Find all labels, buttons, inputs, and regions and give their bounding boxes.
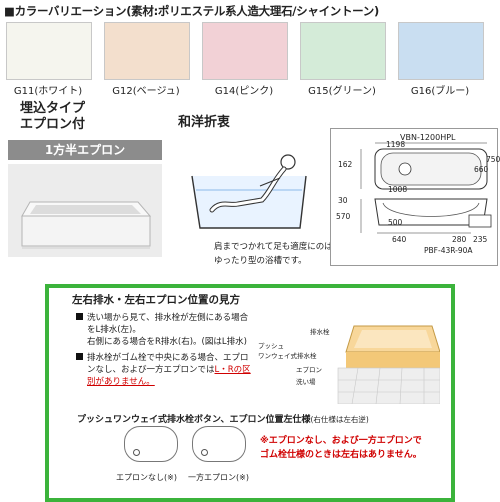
button-label-2: ワンウェイ式排水栓: [258, 352, 317, 360]
swatch-pink: [202, 22, 288, 80]
dim-750: 750: [486, 155, 500, 164]
swatch-label-green: G15(グリーン): [308, 86, 376, 97]
apron-label: エプロン付: [20, 117, 86, 132]
swatch-label-blue: G16(ブルー): [410, 86, 470, 97]
dimension-diagram: [330, 128, 498, 266]
tub-guide-illustration: [336, 318, 441, 408]
rubber-plug-note: ※エプロンなし、および一方エプロンで ゴム栓仕様のときは左右はありません。: [260, 436, 422, 460]
guide-note-2: 排水栓がゴム栓で中央にある場合、エプロ ンなし、および一方エプロンではL・Rの区…: [76, 352, 251, 388]
dim-162: 162: [338, 160, 353, 169]
button-spec-title: プッシュワンウェイ式排水栓ボタン、エプロン位置左仕様(右仕様は左右逆): [77, 415, 369, 425]
one-apron-label: 一方エプロン(※): [188, 473, 249, 482]
guide-heading: 左右排水・左右エプロン位置の見方: [72, 294, 240, 306]
swatch-beige: [104, 22, 190, 80]
swatch-label-white: G11(ホワイト): [13, 86, 83, 97]
apron-type-band: 1方半エプロン: [8, 140, 162, 160]
type-label: 埋込タイプ: [20, 101, 86, 116]
dim-1008: 1008: [388, 185, 408, 194]
dim-640: 640: [392, 235, 407, 244]
swatch-green: [300, 22, 386, 80]
bather-illustration: [190, 148, 310, 242]
apron-pointer-label: エプロン: [296, 366, 322, 374]
guide-note-1: 洗い場から見て、排水栓が左側にある場合 をL排水(左)。 右側にある場合をR排水…: [76, 312, 248, 348]
swatch-white: [6, 22, 92, 80]
button-label: プッシュ: [258, 342, 284, 350]
swatch-blue: [398, 22, 484, 80]
no-apron-diagram: [124, 426, 178, 462]
model-number: VBN-1200HPL: [400, 133, 456, 142]
page-title: ■カラーバリエーション(素材:ポリエステル系人造大理石/シャイントーン): [4, 4, 379, 18]
dim-570: 570: [336, 212, 351, 221]
dim-660: 660: [474, 165, 489, 174]
bath-style-title: 和洋折衷: [178, 115, 231, 130]
one-apron-diagram: [192, 426, 246, 462]
part-number: PBF-43R-90A: [424, 246, 473, 255]
swatch-label-beige: G12(ベージュ): [112, 86, 180, 97]
no-apron-label: エプロンなし(※): [116, 473, 177, 482]
dim-30: 30: [338, 196, 348, 205]
dim-280: 280: [452, 235, 467, 244]
tub-photo: [8, 164, 162, 257]
dim-1198: 1198: [386, 140, 406, 149]
drain-label: 排水栓: [310, 328, 330, 336]
dim-235: 235: [473, 235, 488, 244]
floor-label: 洗い場: [296, 378, 316, 386]
dim-500: 500: [388, 218, 403, 227]
swatch-label-pink: G14(ピンク): [214, 86, 274, 97]
style-caption: 肩までつかれて足も適度にのばせる、 ゆったり型の浴槽です。: [214, 242, 359, 266]
